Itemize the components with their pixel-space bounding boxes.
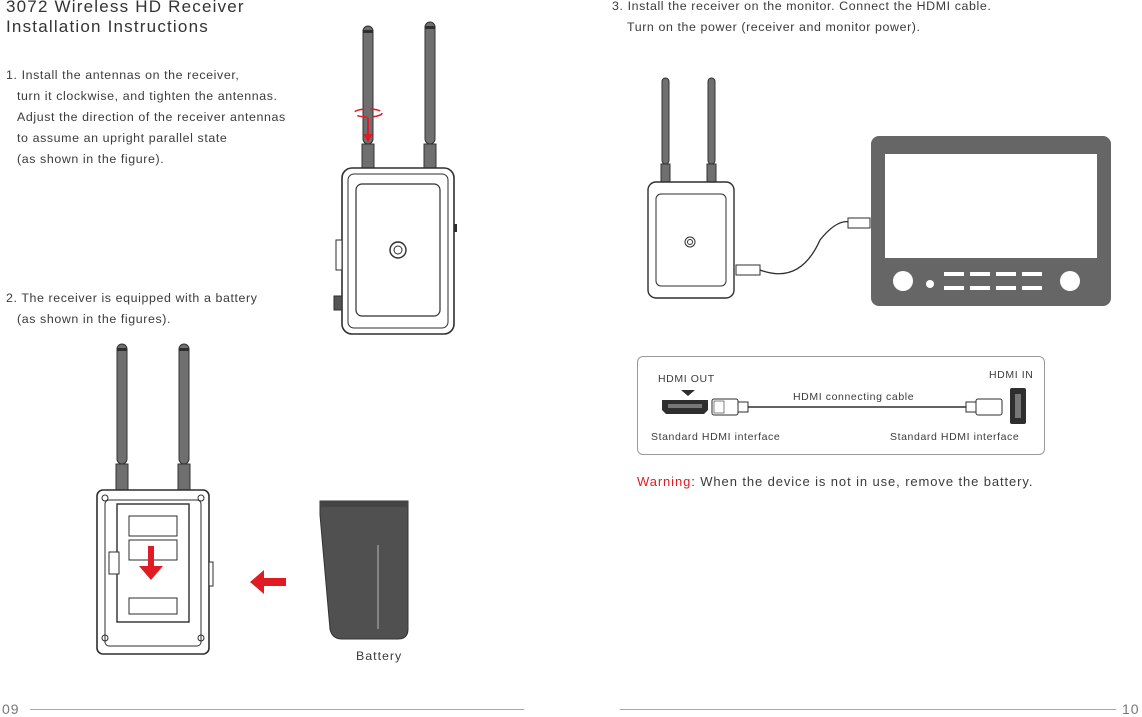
warning-text: : When the device is not in use, remove …	[691, 474, 1034, 489]
hdmi-in-label: HDMI IN	[989, 369, 1034, 381]
hdmi-out-label: HDMI OUT	[658, 373, 715, 385]
hdmi-cable	[735, 217, 871, 276]
antenna-right	[706, 77, 717, 183]
battery-caption: Battery	[356, 649, 403, 663]
step-2-instructions: 2. The receiver is equipped with a batte…	[6, 291, 258, 326]
receiver-body	[647, 181, 735, 299]
insert-down-arrow-icon	[139, 546, 163, 580]
antenna-left	[115, 343, 129, 491]
hdmi-cable-label: HDMI connecting cable	[793, 391, 915, 403]
footer-rule-right	[620, 709, 1116, 710]
hdmi-plug-right-icon	[965, 398, 1003, 416]
rotate-clockwise-arrow-icon	[353, 108, 383, 142]
receiver-antenna-figure	[333, 21, 457, 335]
warning-label: Warning	[637, 474, 692, 489]
page-number-left: 09	[2, 701, 20, 717]
hdmi-port-icon	[662, 400, 708, 414]
hdmi-plug-left-icon	[711, 398, 749, 416]
right-interface-label: Standard HDMI interface	[890, 431, 1020, 443]
antenna-right	[177, 343, 191, 491]
down-pointer-icon	[681, 390, 695, 396]
footer-rule-left	[30, 709, 524, 710]
receiver-body	[333, 167, 457, 335]
left-interface-label: Standard HDMI interface	[651, 431, 781, 443]
antenna-right	[423, 21, 437, 169]
step-1-instructions: 1. Install the antennas on the receiver,…	[6, 68, 286, 166]
step-3-instructions: 3. Install the receiver on the monitor. …	[612, 0, 992, 34]
battery-figure	[319, 500, 409, 640]
monitor	[871, 136, 1111, 306]
page-title: 3072 Wireless HD Receiver Installation I…	[6, 0, 245, 36]
hdmi-port-vertical-icon	[1010, 388, 1026, 424]
hdmi-connection-diagram	[637, 356, 1045, 455]
receiver-monitor-connection-figure	[647, 77, 1111, 306]
antenna-left	[361, 25, 375, 169]
warning-note: Warning: When the device is not in use, …	[637, 471, 1033, 492]
antenna-left	[660, 77, 671, 183]
hdmi-cable-diagram	[662, 388, 1026, 424]
page-number-right: 10	[1122, 701, 1140, 717]
insert-left-arrow-icon	[250, 570, 286, 594]
receiver-battery-slot-figure	[96, 343, 214, 655]
